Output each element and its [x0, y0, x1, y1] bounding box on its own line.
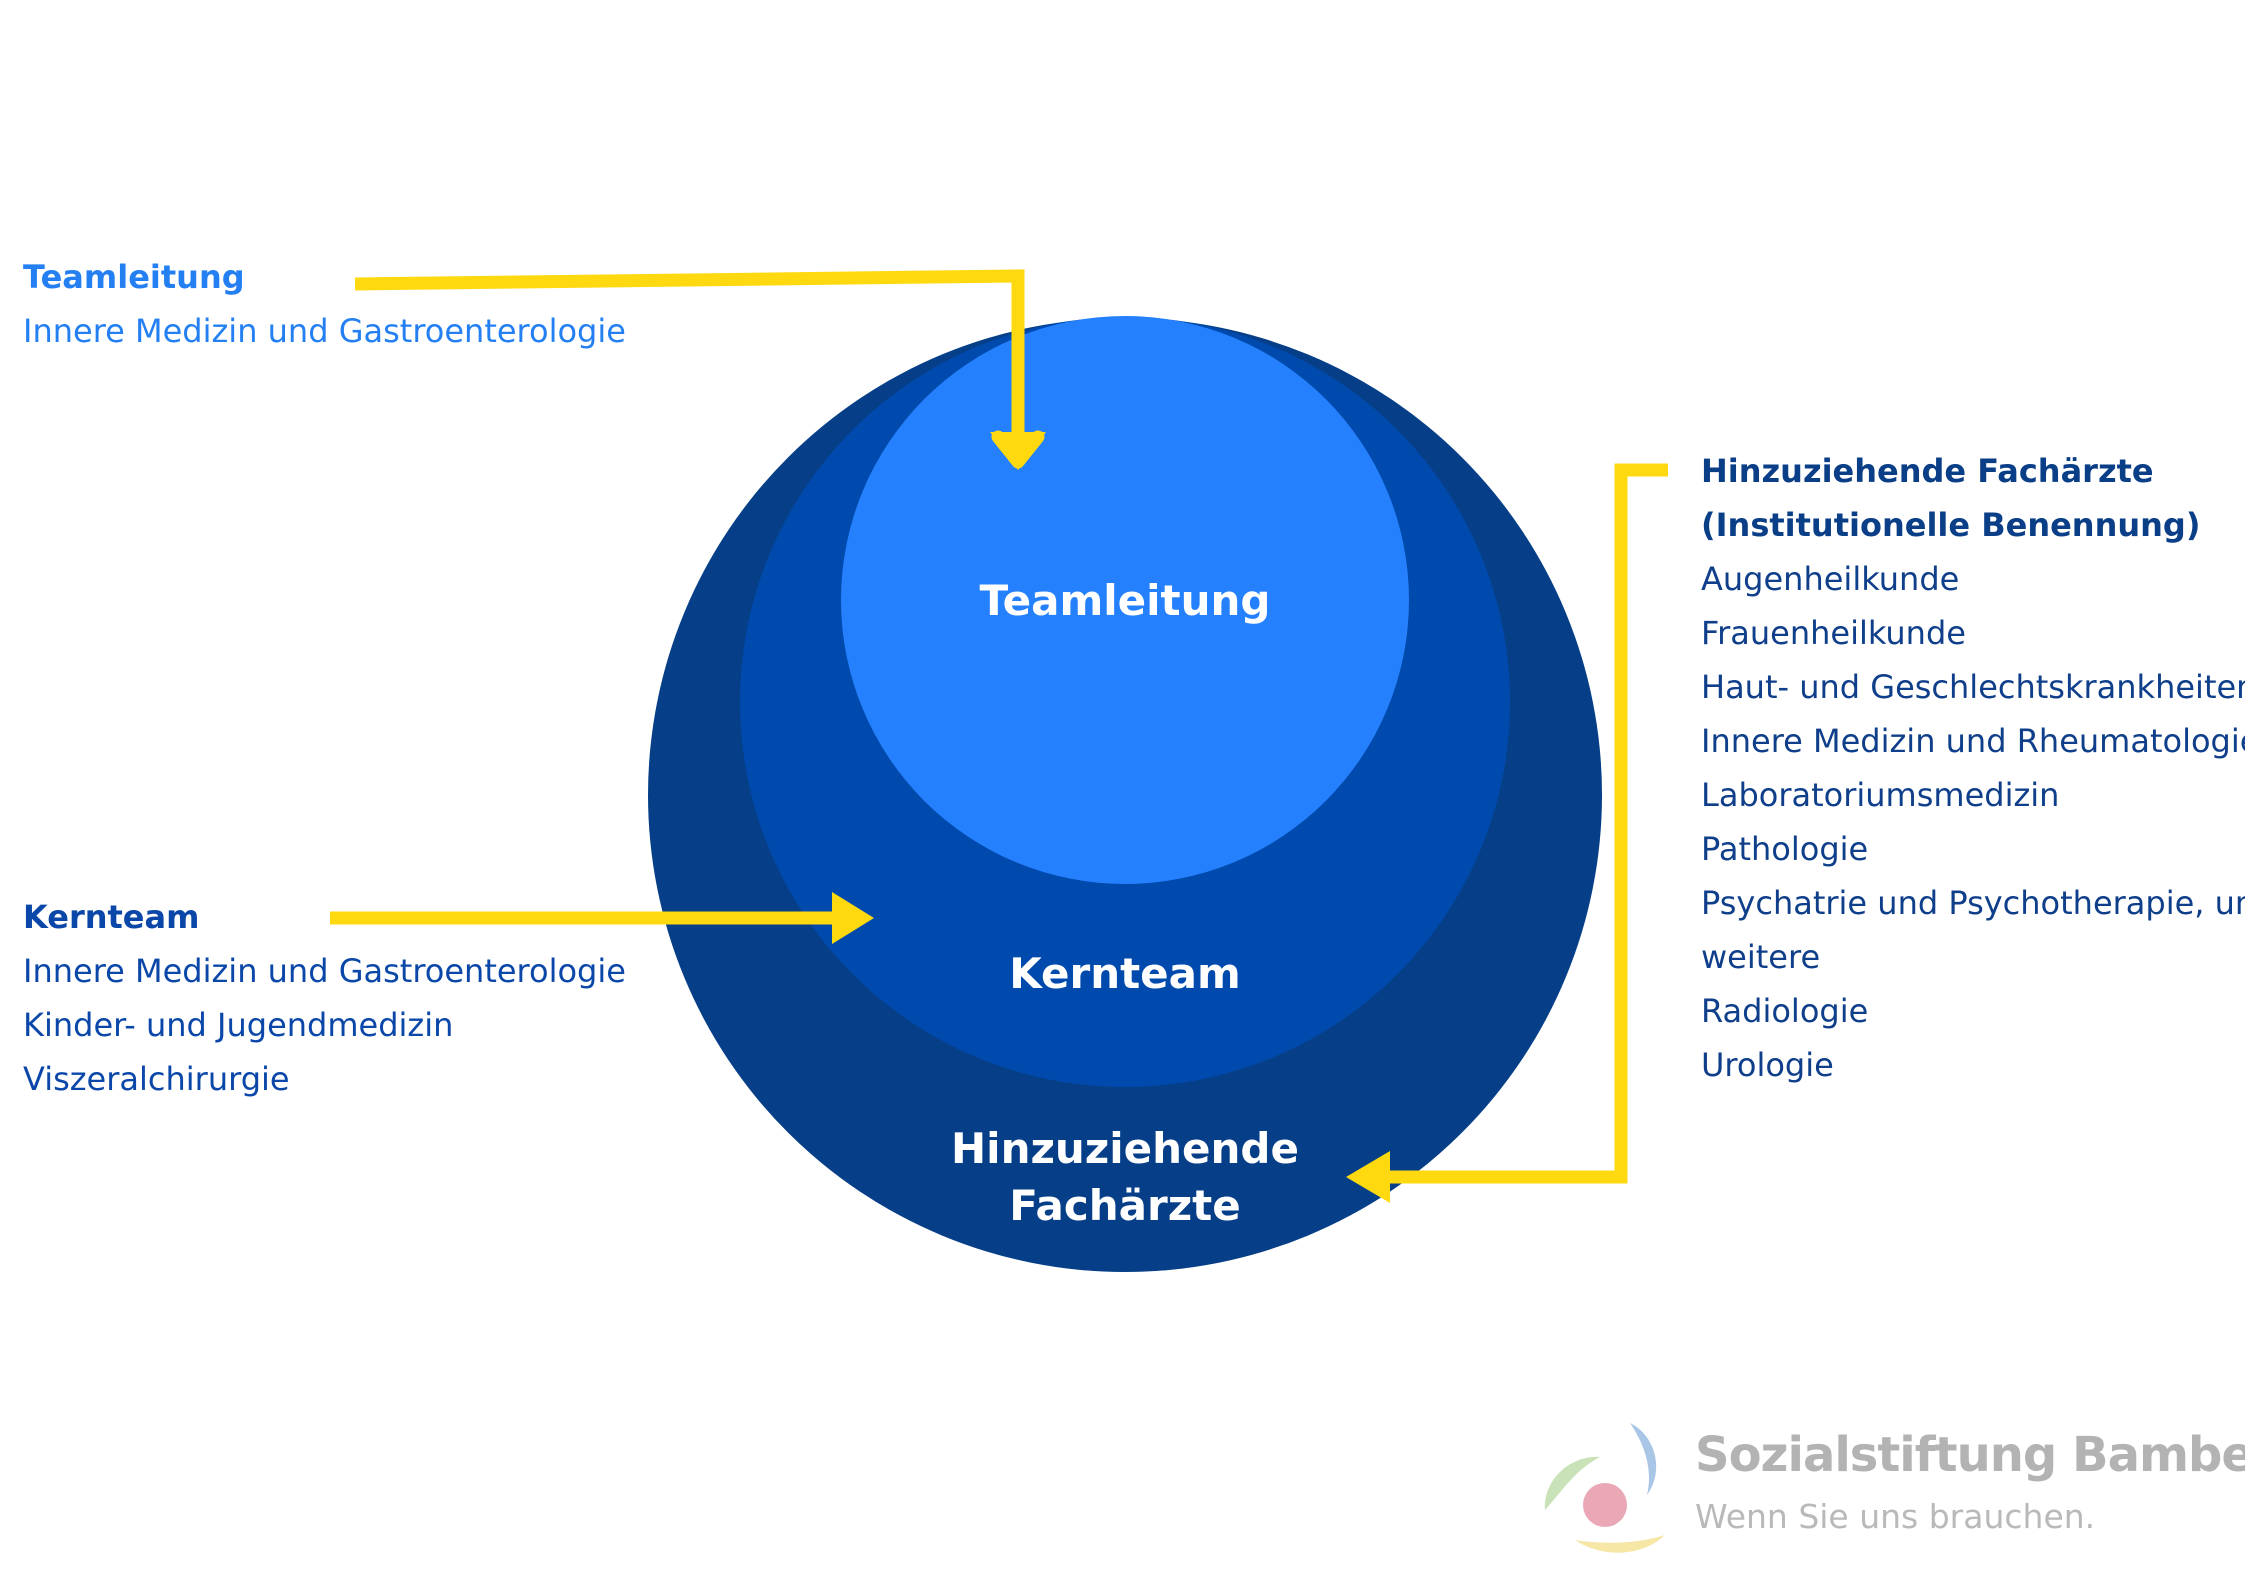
brand-tagline: Wenn Sie uns brauchen.	[1695, 1497, 2096, 1536]
hinzuziehende-heading-line1: Hinzuziehende Fachärzte	[1701, 452, 2154, 490]
brand-emblem-icon	[1544, 1423, 1665, 1553]
hinzuziehende-item: Radiologie	[1701, 992, 1869, 1030]
kernteam-item: Kinder- und Jugendmedizin	[23, 1006, 454, 1044]
kernteam-block: Kernteam Innere Medizin und Gastroentero…	[23, 890, 626, 1106]
inner-circle	[841, 316, 1409, 884]
kernteam-heading: Kernteam	[23, 898, 200, 936]
outer-circle-label-line1: Hinzuziehende	[951, 1124, 1299, 1173]
outer-circle-label-line2: Fachärzte	[1009, 1181, 1240, 1230]
teamleitung-item: Innere Medizin und Gastroenterologie	[23, 312, 626, 350]
hinzuziehende-item: weitere	[1701, 938, 1821, 976]
hinzuziehende-item: Urologie	[1701, 1046, 1834, 1084]
hinzuziehende-item: Frauenheilkunde	[1701, 614, 1966, 652]
hinzuziehende-item: Innere Medizin und Rheumatologie	[1701, 722, 2245, 760]
arrow-kernteam	[330, 892, 874, 944]
inner-circle-label: Teamleitung	[980, 576, 1271, 625]
hinzuziehende-item: Augenheilkunde	[1701, 560, 1960, 598]
hinzuziehende-heading-line2: (Institutionelle Benennung)	[1701, 506, 2201, 544]
kernteam-item: Innere Medizin und Gastroenterologie	[23, 952, 626, 990]
middle-circle-label: Kernteam	[1009, 949, 1241, 998]
hinzuziehende-item: Psychatrie und Psychotherapie, und	[1701, 884, 2245, 922]
arrow-hinzuziehende	[1346, 463, 1668, 1203]
brand-logo: Sozialstiftung Bamberg Wenn Sie uns brau…	[1535, 1415, 2245, 1565]
brand-name: Sozialstiftung Bamberg	[1695, 1427, 2245, 1483]
hinzuziehende-block: Hinzuziehende Fachärzte (Institutionelle…	[1701, 444, 2245, 1092]
hinzuziehende-item: Pathologie	[1701, 830, 1869, 868]
hinzuziehende-item: Haut- und Geschlechtskrankheiten	[1701, 668, 2245, 706]
teamleitung-heading: Teamleitung	[23, 258, 245, 296]
kernteam-item: Viszeralchirurgie	[23, 1060, 290, 1098]
teamleitung-block: Teamleitung Innere Medizin und Gastroent…	[23, 250, 626, 358]
hinzuziehende-item: Laboratoriumsmedizin	[1701, 776, 2060, 814]
arrow-teamleitung-head	[990, 432, 1046, 470]
